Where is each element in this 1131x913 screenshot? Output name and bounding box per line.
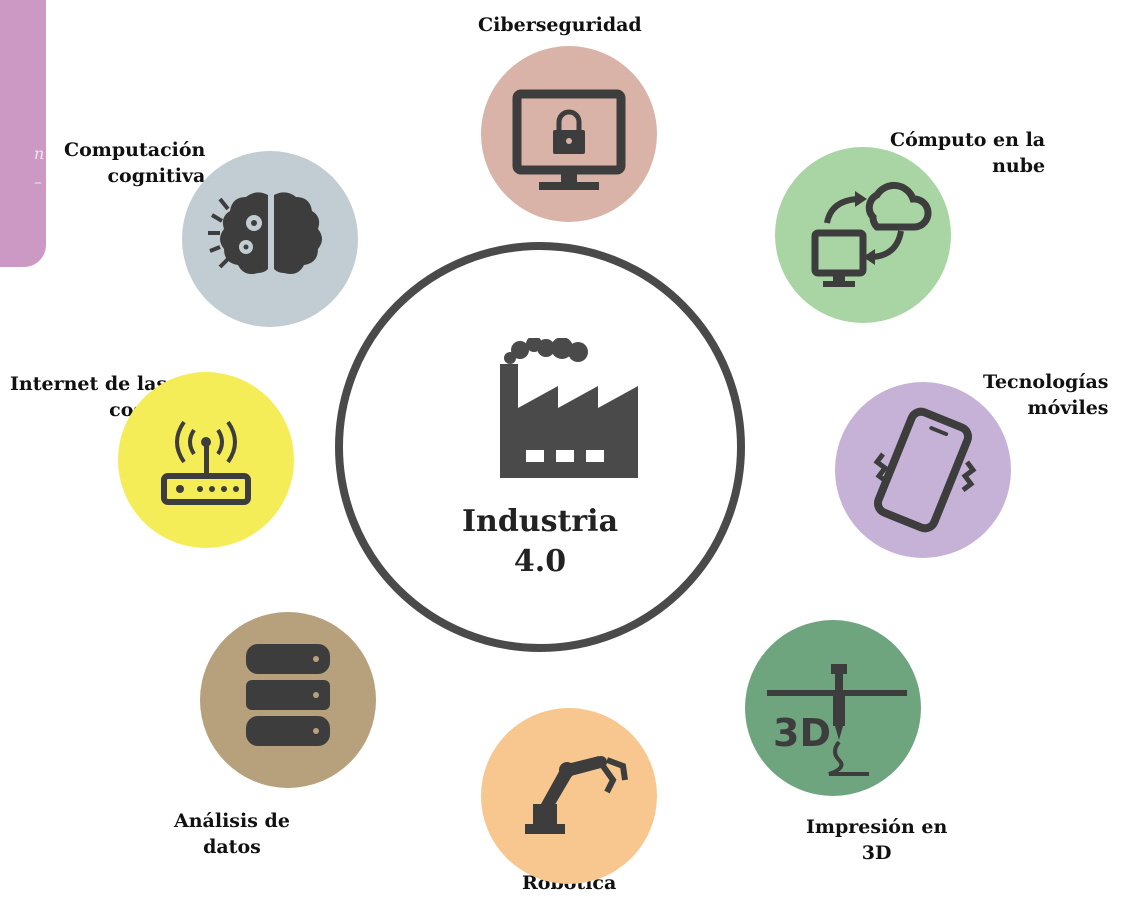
- svg-text:3D: 3D: [773, 711, 831, 755]
- center-title: Industria: [461, 504, 619, 539]
- side-tab: n –: [0, 0, 46, 267]
- node-computacion-cognitiva: [182, 151, 358, 327]
- router-icon: [161, 420, 251, 505]
- factory-icon: [500, 338, 638, 478]
- label-computacion-cognitiva: Computación cognitiva: [64, 139, 206, 187]
- monitor-lock-icon: [512, 89, 626, 190]
- label-analisis-datos: Análisis de datos: [174, 810, 290, 858]
- label-impresion-3d: Impresión en 3D: [806, 816, 948, 864]
- node-tecnologias-moviles: [835, 382, 1011, 558]
- label-tecnologias-moviles: Tecnologías móviles: [983, 371, 1109, 419]
- center-subtitle: 4.0: [513, 544, 567, 579]
- smartphone-icon: [873, 407, 977, 533]
- node-computo-nube: [775, 147, 951, 323]
- database-icon: [246, 644, 330, 746]
- node-impresion-3d: 3D: [745, 620, 921, 796]
- node-internet-cosas: [118, 372, 294, 548]
- robot-arm-icon: [525, 756, 628, 834]
- side-tab-fragment: –: [34, 172, 42, 191]
- side-tab-fragment: n: [34, 144, 45, 163]
- label-ciberseguridad: Ciberseguridad: [478, 14, 642, 36]
- brain-gears-icon: [208, 192, 322, 274]
- node-robotica: [481, 708, 657, 884]
- node-analisis-datos: [200, 612, 376, 788]
- cloud-sync-icon: [811, 181, 932, 287]
- 3d-printer-icon: 3D: [767, 664, 907, 776]
- label-computo-nube: Cómputo en la nube: [890, 129, 1046, 177]
- node-ciberseguridad: [481, 46, 657, 222]
